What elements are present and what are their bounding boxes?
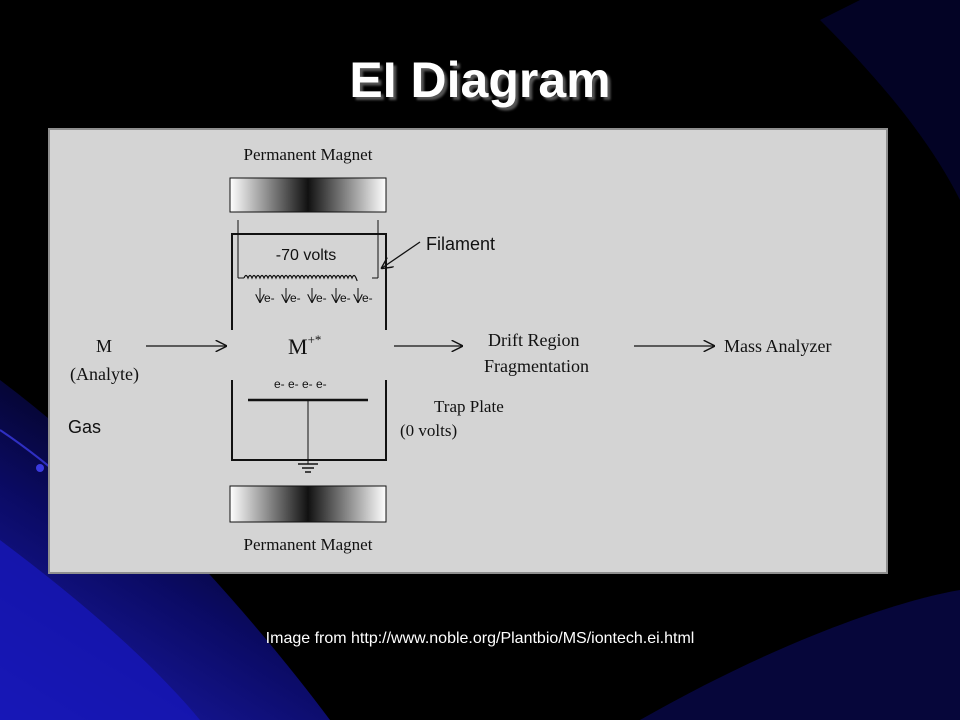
image-source-caption: Image from http://www.noble.org/Plantbio… bbox=[265, 630, 695, 647]
ion-superscript: +* bbox=[308, 332, 322, 347]
trap-plate-label: Trap Plate bbox=[434, 397, 504, 416]
gas-label: Gas bbox=[68, 417, 101, 437]
drift-region-label: Drift Region bbox=[488, 330, 580, 350]
analyte-sublabel: (Analyte) bbox=[70, 364, 139, 385]
magnet-bottom-label: Permanent Magnet bbox=[244, 535, 373, 554]
electron-label-1: e- bbox=[264, 291, 275, 305]
permanent-magnet-top bbox=[229, 177, 387, 213]
filament-pointer bbox=[382, 241, 421, 268]
electrons-row: e- e- e- e- bbox=[274, 377, 327, 391]
ground-symbol bbox=[298, 456, 318, 473]
fragmentation-label: Fragmentation bbox=[484, 356, 589, 376]
ion-label: M+* bbox=[288, 332, 321, 359]
trap-plate-voltage: (0 volts) bbox=[400, 421, 457, 440]
filament-coil bbox=[243, 274, 358, 282]
electron-beam: e- e- e- e- e- bbox=[260, 288, 373, 305]
ei-diagram-svg: Permanent Magnet -70 volts Filament e- e… bbox=[68, 145, 831, 554]
voltage-label: -70 volts bbox=[276, 247, 336, 264]
mass-analyzer-label: Mass Analyzer bbox=[724, 336, 831, 356]
permanent-magnet-bottom bbox=[229, 485, 387, 523]
magnet-top-label: Permanent Magnet bbox=[244, 145, 373, 164]
analyte-label: M bbox=[96, 336, 112, 356]
ion-symbol: M bbox=[288, 334, 308, 359]
electron-label-3: e- bbox=[316, 291, 327, 305]
slide-title: EI Diagram bbox=[349, 52, 611, 108]
ion-chamber bbox=[231, 233, 387, 461]
electron-label-4: e- bbox=[340, 291, 351, 305]
ei-diagram: Permanent Magnet -70 volts Filament e- e… bbox=[48, 128, 888, 574]
electron-label-2: e- bbox=[290, 291, 301, 305]
electron-label-5: e- bbox=[362, 291, 373, 305]
filament-label: Filament bbox=[426, 234, 495, 254]
